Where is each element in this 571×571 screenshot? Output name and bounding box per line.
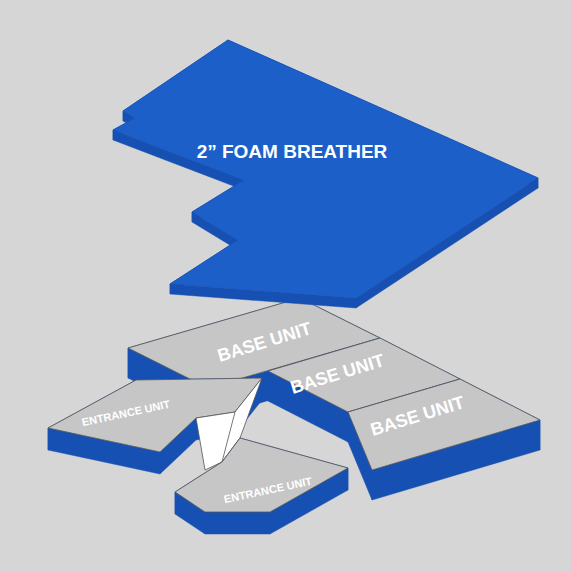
base-unit: BASE UNIT xyxy=(284,347,392,402)
entrance-unit xyxy=(175,438,348,534)
foam-top xyxy=(113,40,538,298)
base-unit: BASE UNIT xyxy=(211,315,319,370)
entrance-unit: ENTRANCE UNIT xyxy=(218,472,317,508)
base-unit xyxy=(348,379,540,500)
base-unit-label: BASE UNIT xyxy=(369,392,468,440)
foam-breather xyxy=(113,40,538,308)
base-unit: BASE UNIT xyxy=(364,389,472,444)
foam-breather: 2” FOAM BREATHER xyxy=(193,139,392,165)
foam-breather-label: 2” FOAM BREATHER xyxy=(197,141,388,163)
foam-side xyxy=(205,512,270,534)
foam-top xyxy=(348,379,540,470)
entrance-unit: ENTRANCE UNIT xyxy=(76,395,175,431)
entrance-unit-label: ENTRANCE UNIT xyxy=(223,475,313,505)
foam-top xyxy=(175,438,348,512)
entrance-unit-label: ENTRANCE UNIT xyxy=(81,398,171,428)
base-unit-label: BASE UNIT xyxy=(216,318,315,366)
base-unit-label: BASE UNIT xyxy=(289,350,388,398)
